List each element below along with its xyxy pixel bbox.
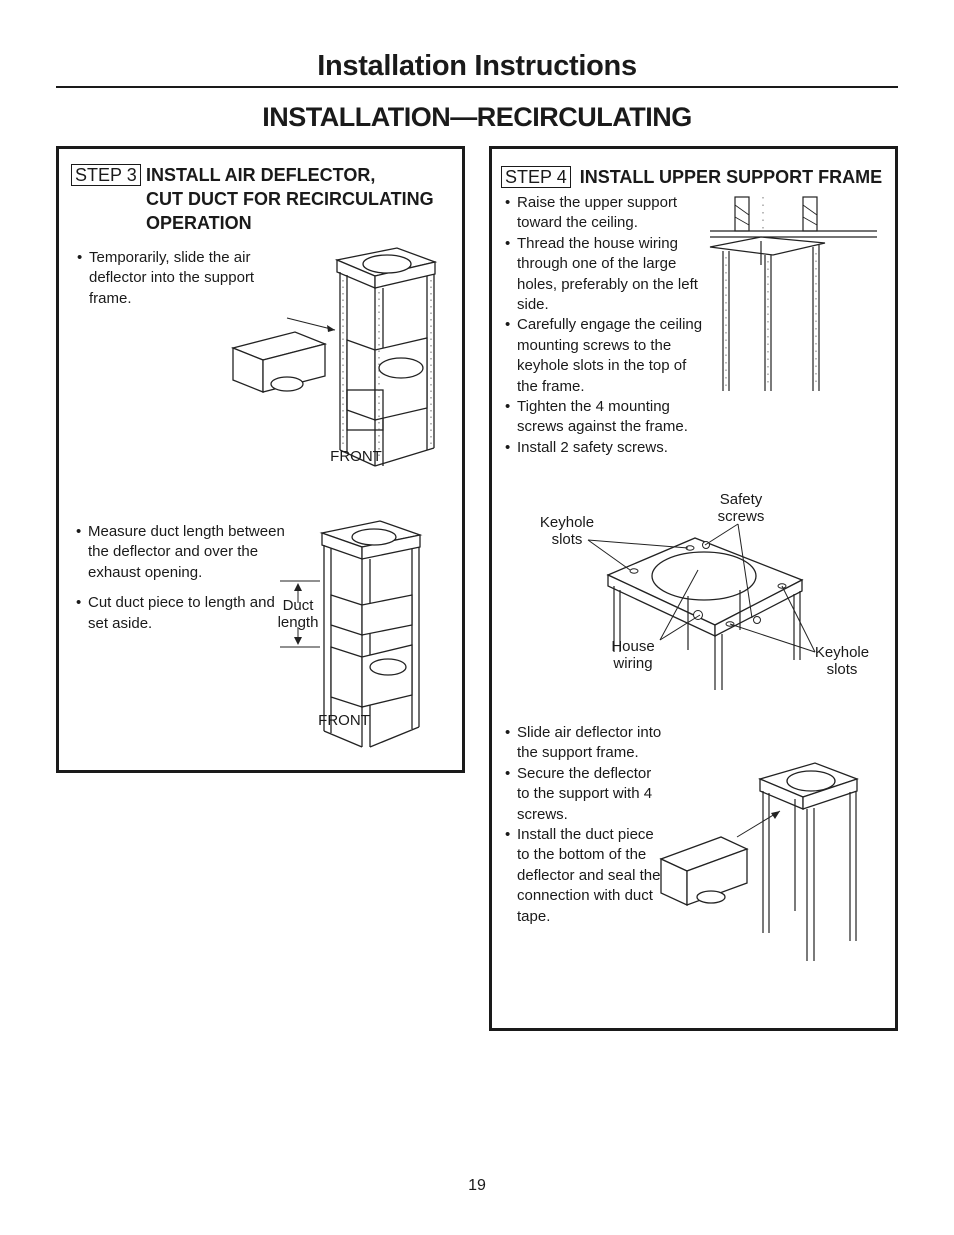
bullet-item: Carefully engage the ceiling mounting sc… — [505, 315, 705, 397]
bullet-item: Measure duct length between the deflecto… — [76, 522, 286, 583]
frame-top-keyhole-illustration — [606, 537, 804, 690]
step4-tag: STEP 4 — [501, 166, 571, 188]
step3-tag: STEP 3 — [71, 164, 141, 186]
title-rule — [56, 86, 898, 88]
bullet-item: Tighten the 4 mounting screws against th… — [505, 397, 705, 438]
bullet-item: Raise the upper support toward the ceili… — [505, 193, 705, 234]
step4-bullets-a: Raise the upper support toward the ceili… — [505, 193, 705, 459]
step3-heading-line-3: OPERATION — [146, 213, 252, 233]
bullet-item: Thread the house wiring through one of t… — [505, 234, 705, 316]
label-front-1: FRONT — [330, 448, 382, 465]
step4-heading: STEP 4 INSTALL UPPER SUPPORT FRAME — [501, 165, 891, 189]
step4-heading-text: INSTALL UPPER SUPPORT FRAME — [579, 167, 883, 187]
section-title: INSTALLATION—RECIRCULATING — [262, 102, 692, 132]
bullet-item: Slide air deflector into the support fra… — [505, 723, 665, 764]
step4-bullets-b: Slide air deflector into the support fra… — [505, 723, 665, 927]
step4-panel: STEP 4 INSTALL UPPER SUPPORT FRAME Raise… — [489, 146, 898, 1031]
step3-panel: STEP 3 INSTALL AIR DEFLECTOR, CUT DUCT F… — [56, 146, 465, 773]
step3-bullets-a: Temporarily, slide the air deflector int… — [77, 248, 257, 309]
bullet-item: Secure the deflector to the support with… — [505, 764, 665, 825]
page-title: Installation Instructions — [317, 50, 637, 82]
step3-heading-line-2: CUT DUCT FOR RECIRCULATING — [146, 189, 434, 209]
page-number: 19 — [468, 1177, 486, 1194]
label-safety-screws: Safety screws — [717, 491, 765, 525]
bullet-item: Cut duct piece to length and set aside. — [76, 593, 286, 634]
step3-heading-line-1: INSTALL AIR DEFLECTOR, — [146, 165, 376, 185]
bullet-item: Install the duct piece to the bottom of … — [505, 825, 665, 927]
label-house-wiring: House wiring — [611, 638, 655, 672]
label-duct-length: Duct length — [277, 597, 319, 631]
label-front-2: FRONT — [318, 712, 370, 729]
bullet-item: Install 2 safety screws. — [505, 438, 705, 459]
upper-frame-ceiling-illustration — [709, 196, 877, 391]
step3-bullets-b: Measure duct length between the deflecto… — [76, 522, 286, 634]
bullet-item: Temporarily, slide the air deflector int… — [77, 248, 257, 309]
deflector-frame-illustration-1 — [230, 247, 438, 467]
label-keyhole-slots-left: Keyhole slots — [539, 514, 595, 548]
deflector-secure-illustration — [659, 762, 859, 961]
label-keyhole-slots-right: Keyhole slots — [814, 644, 870, 678]
step3-heading-text: INSTALL AIR DEFLECTOR, CUT DUCT FOR RECI… — [146, 163, 456, 235]
deflector-frame-illustration-2 — [280, 520, 423, 748]
step3-heading: STEP 3 — [71, 163, 461, 187]
